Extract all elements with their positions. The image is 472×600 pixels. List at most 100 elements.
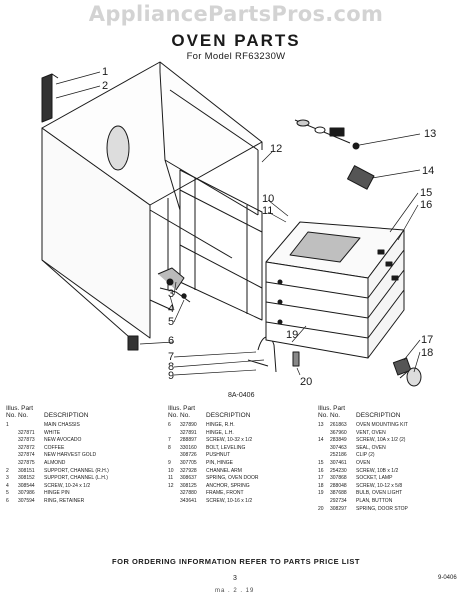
hinge-drawing — [149, 267, 191, 311]
part-number: 252186 — [330, 452, 347, 459]
part-number: 327928 — [180, 467, 197, 474]
part-number: 307986 — [18, 490, 35, 497]
part-number: 308152 — [18, 475, 35, 482]
illus-number: 3 — [6, 475, 9, 482]
header-no: No. — [168, 412, 179, 419]
illus-number — [168, 490, 180, 498]
part-number: 327873 — [18, 437, 35, 444]
callout-13: 13 — [424, 128, 436, 140]
part-number — [18, 422, 44, 430]
watermark: AppliancePartsPros.com — [88, 2, 384, 26]
illus-number: 12 — [168, 482, 174, 489]
part-number: 343641 — [180, 497, 197, 504]
callout-4: 4 — [168, 303, 174, 315]
callout-7: 7 — [168, 351, 174, 363]
legend-row: 327873 NEW AVOCADO — [6, 437, 156, 445]
part-number: 283849 — [330, 437, 347, 444]
part-description: SCREW, 10-32 x 1/2 — [206, 437, 253, 444]
part-description: SCREW, 10-24 x 1/2 — [44, 482, 91, 489]
part-description: SUPPORT, CHANNEL (L.H.) — [44, 475, 108, 482]
part-description: NEW AVOCADO — [44, 437, 82, 444]
illus-number: 6 — [6, 497, 9, 504]
page-title: OVEN PARTS — [171, 31, 301, 50]
callout-1: 1 — [102, 66, 108, 78]
main-chassis-drawing — [41, 61, 263, 351]
callout-16: 16 — [420, 199, 432, 211]
channel-support-drawing — [41, 73, 59, 123]
illus-number — [6, 452, 18, 460]
part-description: SEAL, OVEN — [356, 444, 386, 451]
illus-number: 20 — [318, 505, 324, 512]
part-description: COFFEE — [44, 444, 65, 451]
illus-number: 2 — [6, 467, 9, 474]
callout-3: 3 — [168, 288, 174, 300]
part-description: HINGE, R.H. — [206, 422, 235, 428]
header-no: No. — [330, 412, 341, 419]
callout-2: 2 — [102, 80, 108, 92]
part-description: SCREW, 10B x 1/2 — [356, 467, 399, 474]
part-number: 330160 — [180, 444, 197, 451]
part-description: SCREW, 10-16 x 1/2 — [206, 497, 253, 504]
oven-liner-drawing — [265, 221, 405, 359]
model-subtitle: For Model RF63230W — [186, 51, 286, 62]
callout-20: 20 — [300, 376, 312, 388]
illus-number: 17 — [318, 475, 324, 482]
callout-6: 6 — [168, 335, 174, 347]
part-description: SOCKET, LAMP — [356, 475, 393, 482]
illus-number: 19 — [318, 490, 324, 497]
part-description: ALMOND — [44, 459, 66, 466]
illus-number: 15 — [318, 459, 324, 466]
header-illus-part: Illus. Part — [6, 405, 34, 412]
part-number: 327875 — [18, 459, 35, 466]
callout-5: 5 — [168, 316, 174, 328]
page-number: 3 — [233, 575, 237, 582]
part-description: HINGE, L.H. — [206, 429, 234, 436]
illus-number: 5 — [6, 490, 9, 497]
part-number: 308125 — [180, 482, 197, 489]
bottom-scribble: ma . 2 . 19 — [215, 588, 255, 594]
header-illus-part: Illus. Part — [318, 405, 346, 412]
part-number: 327880 — [180, 490, 197, 497]
header-no: No. — [180, 412, 191, 419]
part-description: OVEN — [356, 459, 371, 466]
part-number: 308297 — [330, 505, 347, 512]
part-description: NEW HARVEST GOLD — [44, 452, 97, 459]
part-description: CHANNEL ARM — [206, 467, 242, 474]
document-code: 9-0406 — [438, 575, 457, 581]
illus-number: 4 — [6, 482, 9, 489]
header-description: DESCRIPTION — [356, 412, 401, 419]
legend-row: 3 308152 SUPPORT, CHANNEL (L.H.) — [6, 475, 156, 483]
part-description: SUPPORT, CHANNEL (R.H.) — [44, 467, 109, 474]
part-description: MAIN CHASSIS — [44, 422, 80, 428]
legend-row: 327880 FRAME, FRONT — [168, 490, 318, 498]
callout-11: 11 — [262, 205, 273, 217]
illus-number — [168, 452, 180, 460]
illus-number: 11 — [168, 475, 174, 482]
illus-number: 16 — [318, 467, 324, 474]
part-description: FRAME, FRONT — [206, 490, 244, 497]
header-no: No. — [6, 412, 17, 419]
part-number: 307463 — [330, 444, 347, 451]
part-description: SCREW, 10A x 1/2 (2) — [356, 437, 406, 444]
lamp-assembly-drawing — [392, 357, 422, 387]
part-number: 288048 — [330, 482, 347, 489]
part-number: 308544 — [18, 482, 35, 489]
illus-number — [168, 498, 180, 506]
